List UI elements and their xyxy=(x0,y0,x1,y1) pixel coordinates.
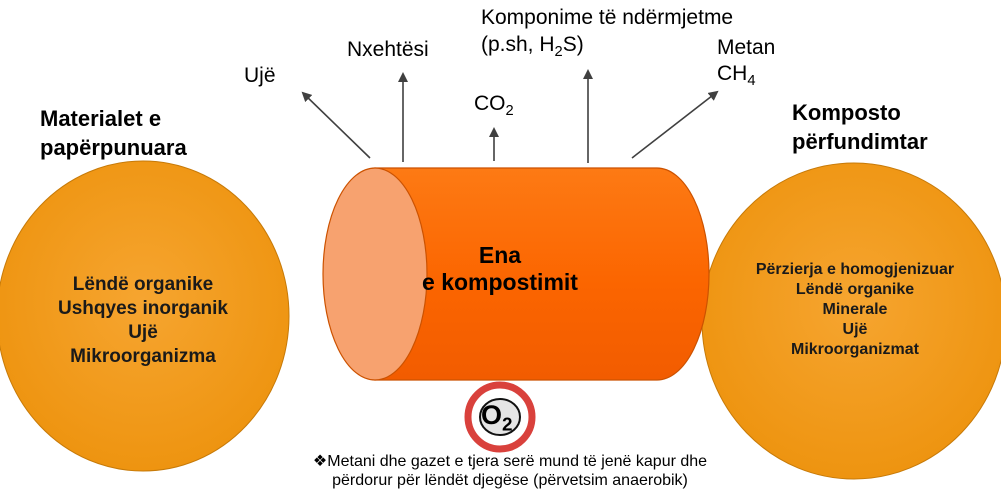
final-compost-title-line1: Komposto xyxy=(792,100,901,125)
list-item: Minerale xyxy=(822,301,888,318)
raw-materials-circle xyxy=(0,160,290,472)
raw-materials-title-line1: Materialet e xyxy=(40,106,162,131)
output-water-label: Ujë xyxy=(244,64,276,87)
vessel-body xyxy=(374,167,710,381)
list-item: Ushqyes inorganik xyxy=(58,298,228,319)
output-heat-label: Nxehtësi xyxy=(347,38,429,61)
output-intermediates-label-line2: (p.sh, H2S) xyxy=(481,33,584,61)
list-item: Lëndë organike xyxy=(795,281,915,298)
vessel-label-line2: e kompostimit xyxy=(422,269,578,295)
methane-capture-note: ❖Metani dhe gazet e tjera serë mund të j… xyxy=(230,452,790,490)
vessel-label: Ena e kompostimit xyxy=(420,242,580,296)
o2-label: O2 xyxy=(481,400,513,436)
final-compost-title-line2: përfundimtar xyxy=(792,129,928,154)
arrow-methane xyxy=(631,90,719,159)
output-co2-label: CO2 xyxy=(474,92,514,120)
output-intermediates-label-line1: Komponime të ndërmjetme xyxy=(481,6,734,29)
output-methane-formula: CH4 xyxy=(717,62,756,90)
list-item: Ujë xyxy=(128,322,158,343)
arrow-water xyxy=(301,91,371,159)
note-line2: përdorur për lëndët djegëse (përvetsim a… xyxy=(332,472,688,489)
list-item: Përzierja e homogjenizuar xyxy=(755,261,955,278)
raw-materials-title-line2: papërpunuara xyxy=(40,135,187,160)
list-item: Mikroorganizma xyxy=(70,346,216,367)
vessel-label-line1: Ena xyxy=(478,242,522,268)
output-methane-label: Metan xyxy=(717,36,776,59)
final-compost-list: Përzierja e homogjenizuar Lëndë organike… xyxy=(710,260,1000,360)
list-item: Mikroorganizmat xyxy=(790,341,919,358)
note-line1: ❖Metani dhe gazet e tjera serë mund të j… xyxy=(312,453,708,470)
no-oxygen-sign xyxy=(464,381,536,453)
list-item: Ujë xyxy=(842,321,868,338)
list-item: Lëndë organike xyxy=(72,274,214,295)
raw-materials-list: Lëndë organike Ushqyes inorganik Ujë Mik… xyxy=(18,273,268,369)
vessel-face xyxy=(322,167,428,381)
o2-molecule xyxy=(479,398,521,436)
